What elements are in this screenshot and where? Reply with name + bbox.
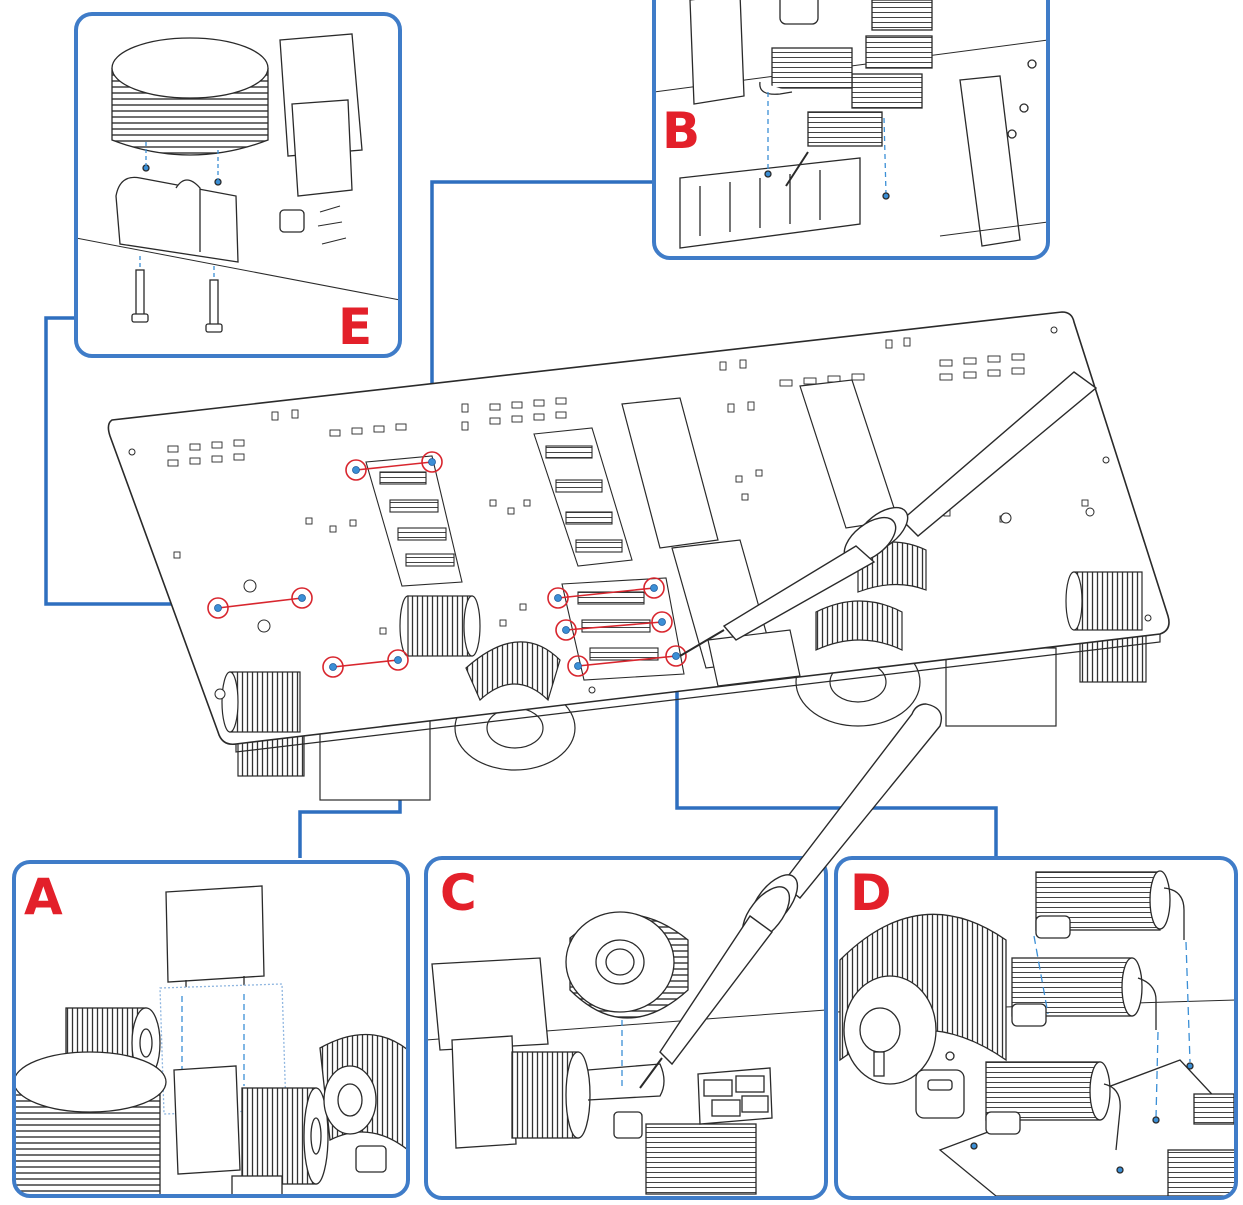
panel-b: B <box>652 0 1050 260</box>
board-coils <box>221 541 1143 733</box>
panel-a-label: A <box>24 868 63 926</box>
connector-b <box>430 180 654 458</box>
soldering-iron-panel-c <box>639 703 943 1089</box>
panel-c-label: C <box>440 864 477 922</box>
screw-heads <box>214 507 1095 700</box>
connector-d <box>675 656 998 858</box>
board-resistor-rails <box>365 427 685 681</box>
main-circuit-board <box>107 311 1170 801</box>
panel-e-label: E <box>338 298 372 356</box>
small-pads <box>167 337 1089 635</box>
panel-a: A <box>12 860 410 1198</box>
mount-holes <box>128 326 1152 694</box>
soldering-iron-board <box>679 371 1098 657</box>
panel-c: C <box>424 856 828 1200</box>
panel-d-label: D <box>850 864 892 922</box>
panel-e: E <box>74 12 402 358</box>
tall-components <box>621 379 899 687</box>
solder-markers <box>207 451 687 678</box>
panel-b-label: B <box>662 102 700 160</box>
connector-e <box>44 316 216 606</box>
panel-d: D <box>834 856 1238 1200</box>
